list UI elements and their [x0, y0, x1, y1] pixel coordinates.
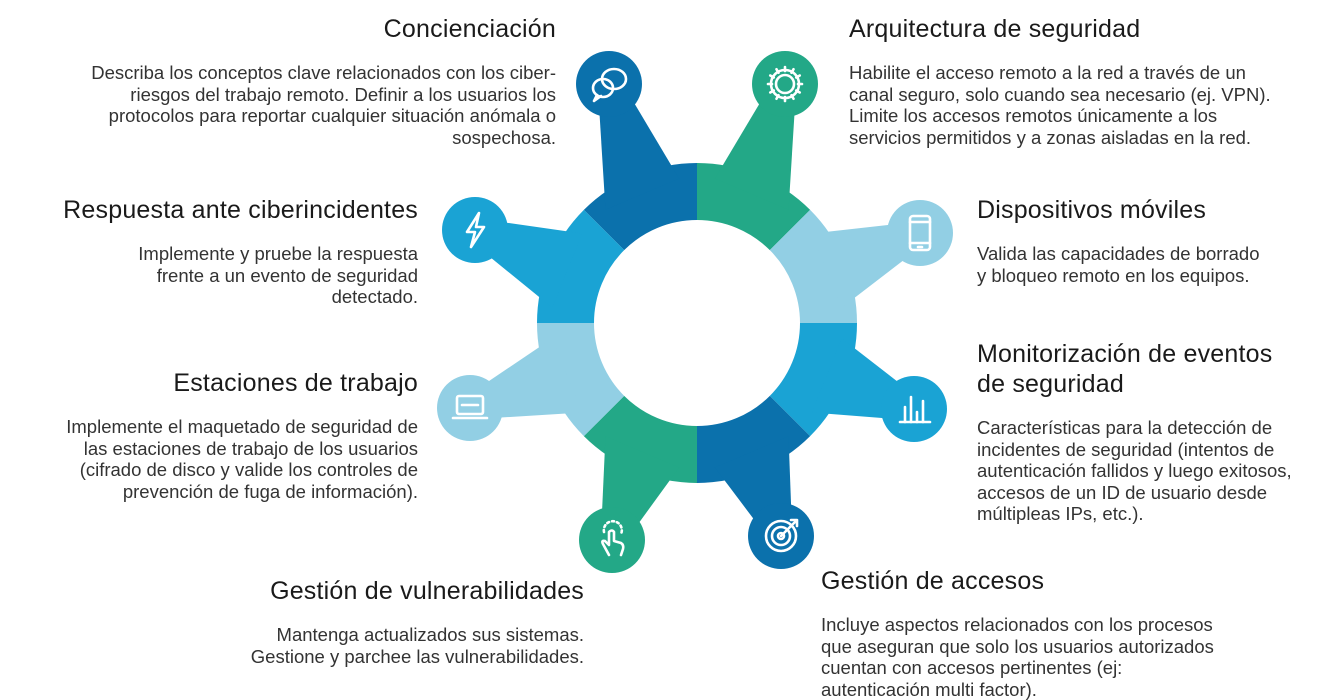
item-text: Características para la detección de inc… — [977, 417, 1292, 524]
item-vulnerabilidades: Gestión de vulnerabilidades Mantenga act… — [164, 576, 584, 667]
item-arquitectura: Arquitectura de seguridad Habilite el ac… — [849, 14, 1329, 148]
item-title: Monitorización de eventos de seguridad — [977, 340, 1273, 398]
item-text: Valida las capacidades de borrado y bloq… — [977, 243, 1260, 286]
sector-estaciones — [537, 323, 625, 437]
item-concienciacion: Concienciación Describa los conceptos cl… — [16, 14, 556, 148]
gear-icon — [752, 51, 818, 117]
item-title: Arquitectura de seguridad — [849, 15, 1141, 43]
item-text: Implemente y pruebe la respuesta frente … — [138, 243, 418, 307]
item-respuesta: Respuesta ante ciberincidentes Implement… — [18, 195, 418, 308]
item-text: Implemente el maquetado de seguridad de … — [66, 416, 418, 502]
smartphone-icon — [887, 200, 953, 266]
target-icon — [748, 503, 814, 569]
icon-bubbles — [437, 51, 953, 573]
sector-respuesta — [537, 209, 625, 323]
item-title: Respuesta ante ciberincidentes — [63, 196, 418, 224]
sector-concienciacion — [583, 163, 697, 251]
bar-chart-icon — [881, 376, 947, 442]
sector-vulnerabilidades — [583, 395, 697, 484]
sector-monitorizacion — [769, 323, 857, 437]
item-title: Gestión de vulnerabilidades — [270, 577, 584, 605]
item-title: Concienciación — [383, 15, 556, 43]
chat-bubbles-icon — [576, 51, 642, 117]
item-accesos: Gestión de accesos Incluye aspectos rela… — [821, 566, 1301, 700]
item-text: Describa los conceptos clave relacionado… — [91, 62, 556, 148]
lightning-icon — [442, 197, 508, 263]
laptop-icon — [437, 375, 503, 441]
sector-arquitectura — [697, 163, 811, 251]
sector-accesos — [697, 395, 811, 483]
item-estaciones: Estaciones de trabajo Implemente el maqu… — [8, 368, 418, 502]
item-text: Habilite el acceso remoto a la red a tra… — [849, 62, 1271, 148]
ring — [537, 163, 857, 484]
item-moviles: Dispositivos móviles Valida las capacida… — [977, 195, 1327, 286]
sector-moviles — [769, 209, 857, 323]
item-title: Dispositivos móviles — [977, 196, 1207, 224]
item-text: Incluye aspectos relacionados con los pr… — [821, 614, 1214, 700]
item-title: Gestión de accesos — [821, 567, 1045, 595]
item-title: Estaciones de trabajo — [173, 369, 418, 397]
touch-hand-icon — [579, 507, 645, 573]
item-monitorizacion: Monitorización de eventos de seguridad C… — [977, 339, 1337, 525]
item-text: Mantenga actualizados sus sistemas. Gest… — [250, 624, 584, 667]
